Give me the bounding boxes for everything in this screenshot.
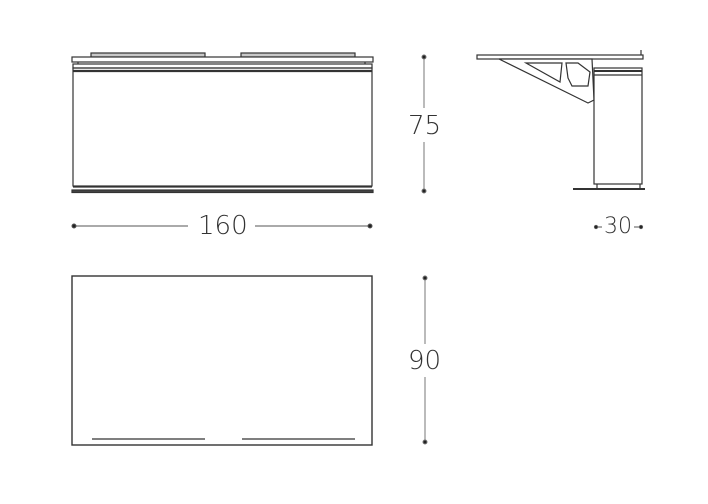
side-bracket [498,58,595,104]
plan-depth-label: 90 [408,346,442,376]
side-depth-label: 30 [604,214,632,239]
front-body [72,67,373,187]
front-view [71,52,374,194]
plan-depth-dimension [422,275,428,445]
height-dimension [421,54,427,194]
side-leg [593,67,643,185]
front-top-plate [71,56,374,63]
plan-outline [71,275,373,446]
top-view [71,275,373,446]
side-depth-dimension [593,224,644,230]
width-dimension [71,223,373,229]
width-label: 160 [198,211,248,241]
side-view [476,50,645,190]
front-base [71,189,374,194]
height-label: 75 [408,111,442,141]
